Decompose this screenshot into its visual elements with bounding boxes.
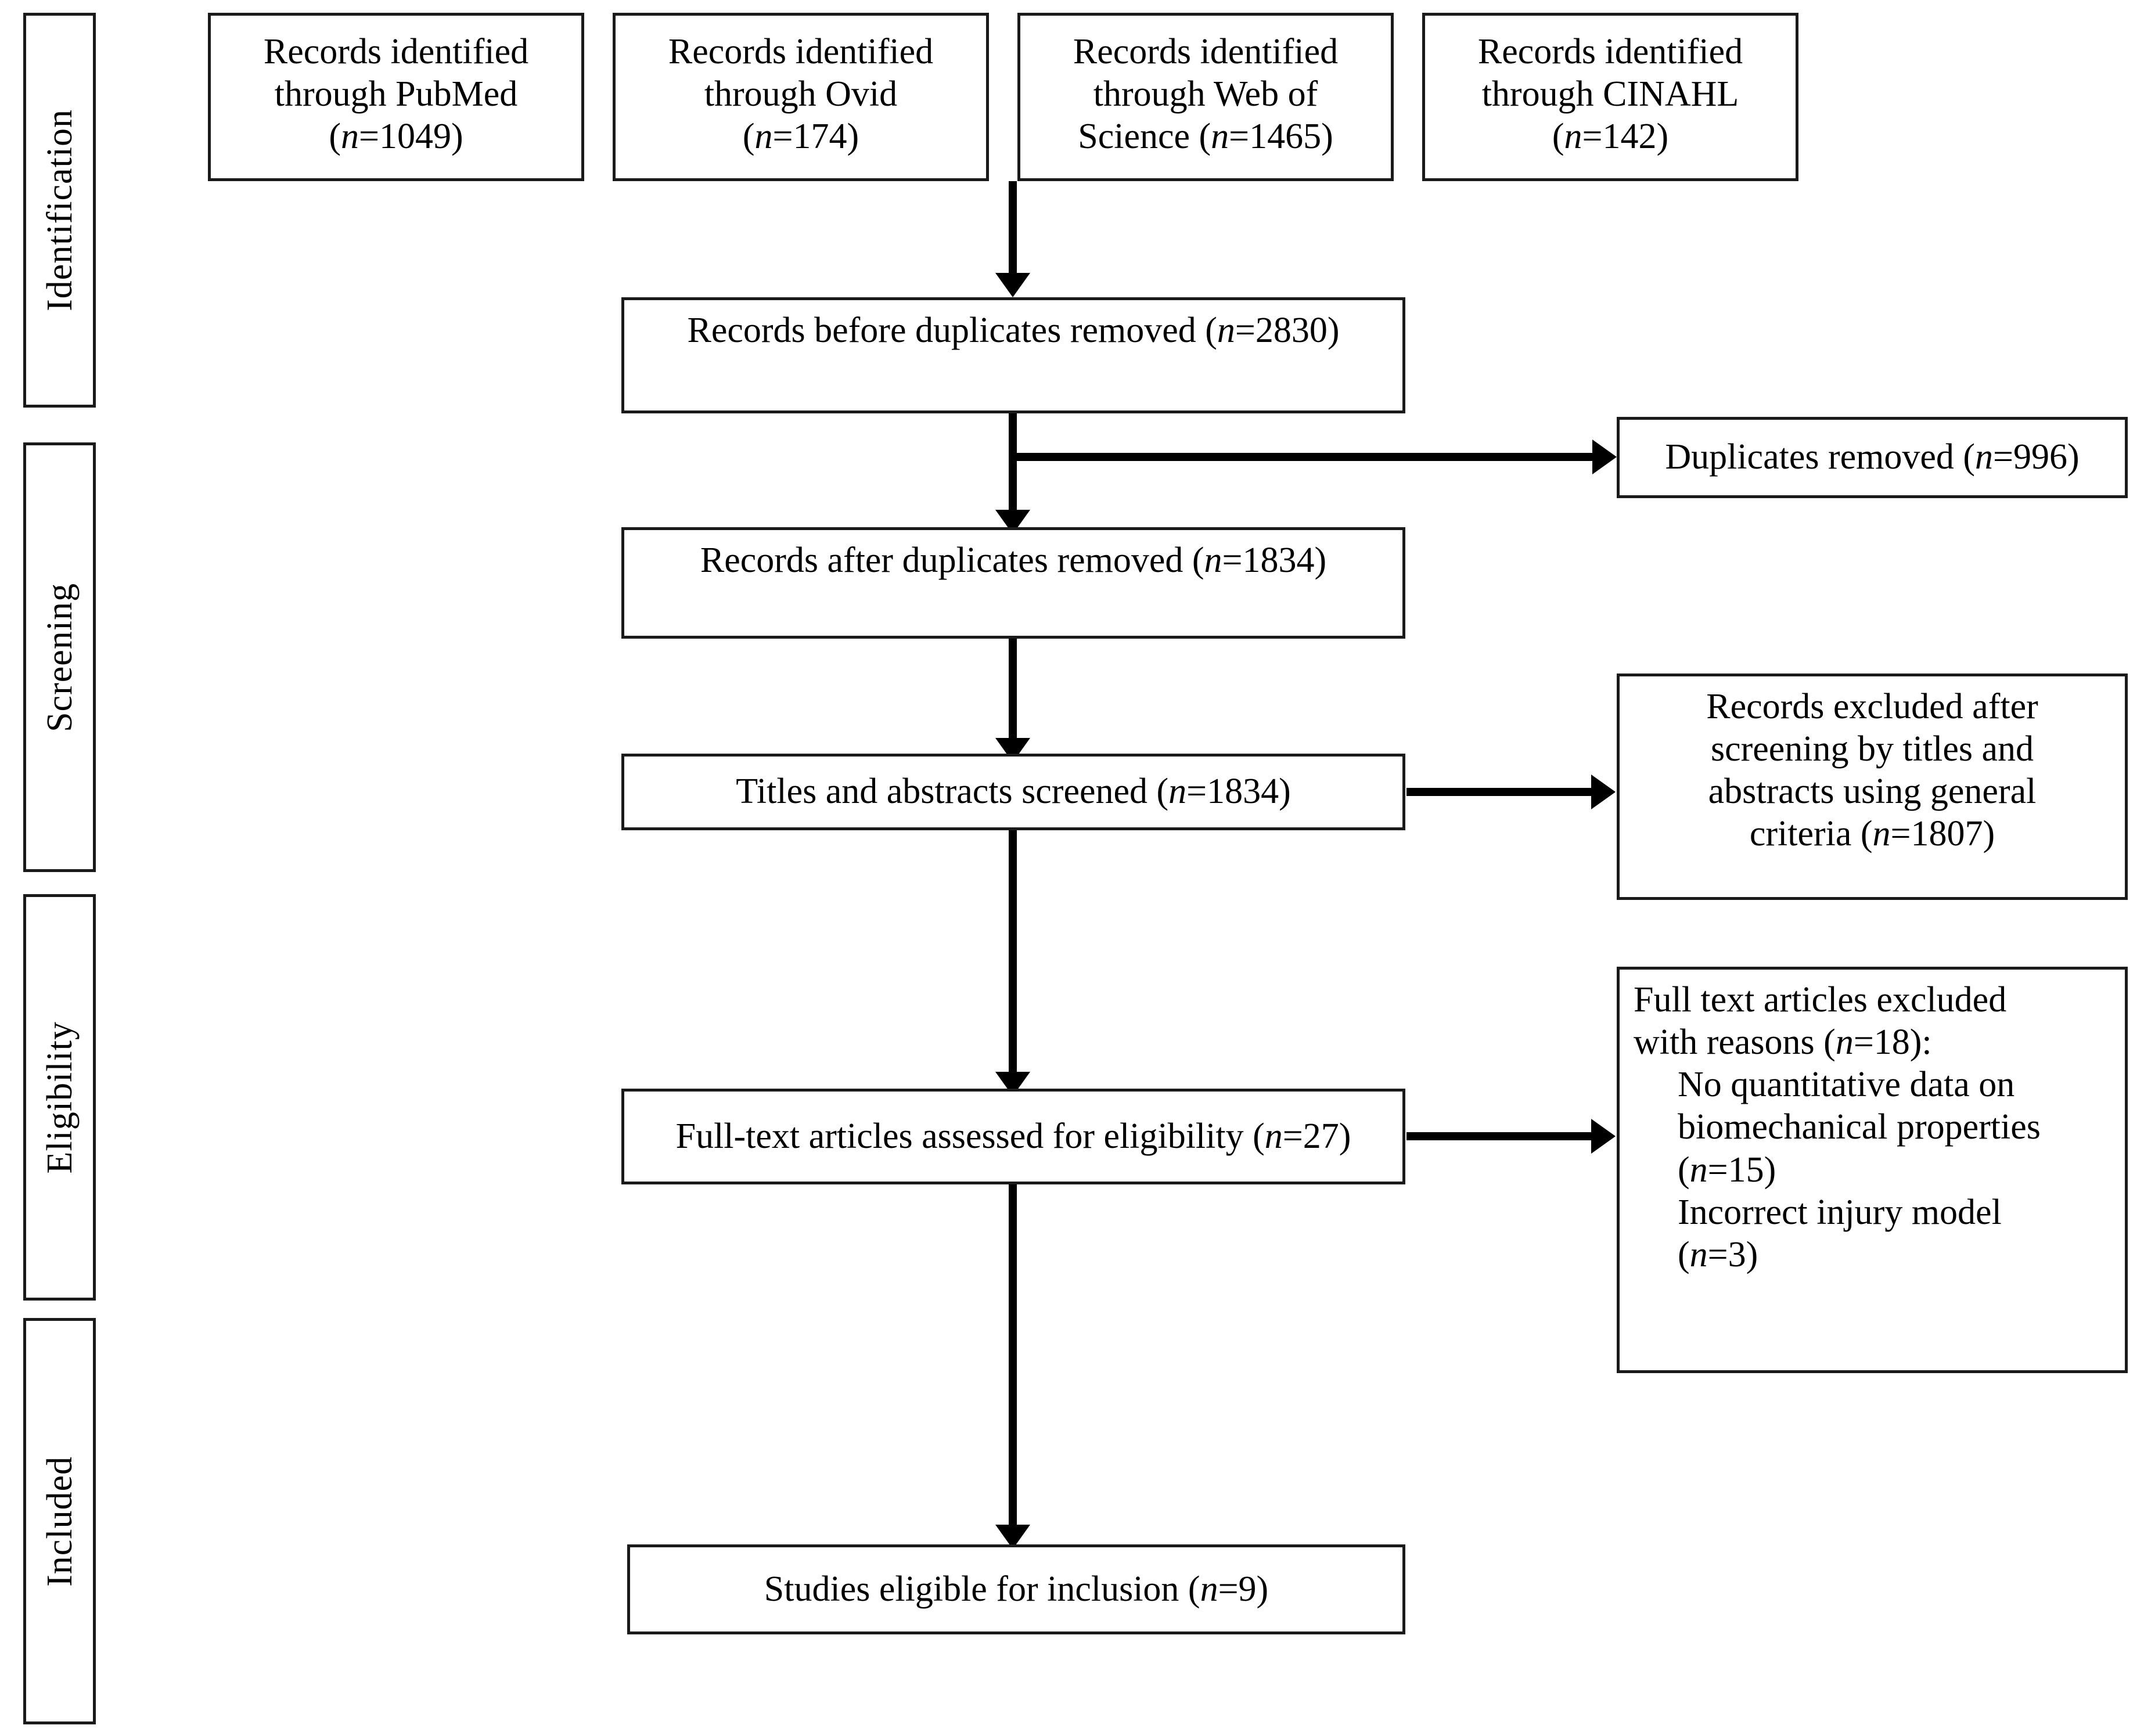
box-studies-included: Studies eligible for inclusion (n=9): [627, 1544, 1405, 1634]
connector-to-duplicates-removed: [1009, 453, 1595, 461]
box-records-excluded: Records excluded after screening by titl…: [1617, 673, 2128, 900]
source-pubmed-count: (n=1049): [329, 117, 463, 157]
stage-label-included: Included: [39, 1456, 80, 1587]
source-cinahl-count: (n=142): [1552, 117, 1669, 157]
connector-after-duplicates-to-titles: [1009, 639, 1017, 740]
source-wos-line2: through Web of: [1093, 74, 1318, 114]
connector-titles-to-fulltext: [1009, 830, 1017, 1074]
stage-label-eligibility: Eligibility: [39, 1021, 80, 1174]
studies-included-text: Studies eligible for inclusion (n=9): [764, 1569, 1269, 1609]
connector-fulltext-to-excluded: [1406, 1132, 1593, 1140]
source-cinahl-line1: Records identified: [1477, 32, 1743, 71]
source-box-web-of-science: Records identified through Web of Scienc…: [1017, 13, 1394, 181]
connector-sources-to-before-duplicates: [1009, 181, 1017, 275]
connector-titles-to-records-excluded: [1406, 788, 1593, 796]
records-after-duplicates-text: Records after duplicates removed (n=1834…: [700, 541, 1327, 580]
stage-rail-included: Included: [23, 1318, 96, 1724]
records-excluded-count: criteria (n=1807): [1749, 814, 1995, 854]
source-box-pubmed: Records identified through PubMed (n=104…: [208, 13, 584, 181]
records-excluded-line2: screening by titles and: [1710, 729, 2034, 769]
fulltext-excluded-line1: Full text articles excluded: [1634, 980, 2007, 1020]
stage-rail-screening: Screening: [23, 442, 96, 872]
source-pubmed-line2: through PubMed: [274, 74, 518, 114]
stage-rail-eligibility: Eligibility: [23, 894, 96, 1301]
connector-fulltext-to-included: [1009, 1184, 1017, 1527]
stage-rail-identification: Identification: [23, 13, 96, 408]
titles-screened-text: Titles and abstracts screened (n=1834): [736, 772, 1291, 812]
box-records-after-duplicates: Records after duplicates removed (n=1834…: [621, 527, 1405, 639]
source-ovid-line1: Records identified: [668, 32, 934, 71]
connector-before-to-after-duplicates: [1009, 413, 1017, 512]
source-pubmed-line1: Records identified: [263, 32, 529, 71]
stage-label-screening: Screening: [39, 582, 80, 732]
fulltext-excluded-reason1-line2: biomechanical properties: [1678, 1107, 2041, 1147]
source-box-ovid: Records identified through Ovid (n=174): [613, 13, 989, 181]
box-fulltext-assessed: Full-text articles assessed for eligibil…: [621, 1089, 1405, 1184]
arrowhead-titles-to-records-excluded: [1591, 775, 1616, 809]
fulltext-excluded-line2: with reasons (n=18):: [1634, 1022, 1932, 1063]
duplicates-removed-text: Duplicates removed (n=996): [1665, 437, 2080, 477]
box-titles-abstracts-screened: Titles and abstracts screened (n=1834): [621, 754, 1405, 830]
box-records-before-duplicates: Records before duplicates removed (n=283…: [621, 297, 1405, 413]
stage-label-identification: Identification: [39, 109, 80, 311]
source-cinahl-line2: through CINAHL: [1481, 74, 1739, 114]
arrowhead-sources-to-before-duplicates: [995, 273, 1030, 297]
records-excluded-line3: abstracts using general: [1708, 772, 2037, 812]
fulltext-excluded-reason1-count: (n=15): [1678, 1150, 1776, 1190]
fulltext-excluded-reason1-line1: No quantitative data on: [1678, 1065, 2015, 1105]
records-excluded-line1: Records excluded after: [1706, 687, 2038, 726]
source-ovid-line2: through Ovid: [704, 74, 898, 114]
source-wos-line1: Records identified: [1073, 32, 1339, 71]
records-before-duplicates-text: Records before duplicates removed (n=283…: [687, 311, 1340, 350]
fulltext-excluded-reason2-line1: Incorrect injury model: [1678, 1192, 2002, 1232]
fulltext-excluded-reason2-count: (n=3): [1678, 1234, 1758, 1274]
box-fulltext-excluded: Full text articles excluded with reasons…: [1617, 967, 2128, 1373]
source-wos-count: Science (n=1465): [1078, 117, 1333, 157]
fulltext-assessed-text: Full-text articles assessed for eligibil…: [675, 1116, 1351, 1156]
arrowhead-fulltext-to-excluded: [1591, 1119, 1616, 1154]
source-box-cinahl: Records identified through CINAHL (n=142…: [1422, 13, 1798, 181]
box-duplicates-removed: Duplicates removed (n=996): [1617, 417, 2128, 498]
arrowhead-to-duplicates-removed: [1592, 440, 1617, 474]
source-ovid-count: (n=174): [742, 117, 859, 157]
